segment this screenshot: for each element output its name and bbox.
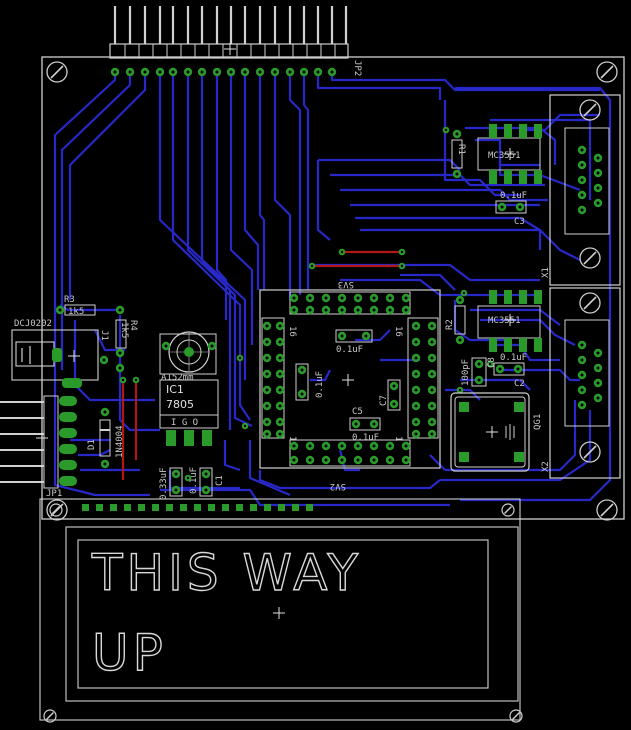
resistor-r3: R3 1k5 — [55, 295, 125, 317]
svg-text:C7: C7 — [379, 395, 389, 406]
regulator-ic1: IC1 7805 I G O — [159, 379, 219, 446]
jp1-pins — [0, 401, 44, 483]
top-traces — [121, 250, 402, 480]
resistor-r2: R2 — [445, 295, 466, 345]
svg-text:0.33uF: 0.33uF — [159, 467, 169, 500]
svg-text:R1: R1 — [456, 144, 466, 155]
capacitor-c8: 100pF C8 — [461, 357, 497, 387]
header-pins — [113, 6, 348, 44]
svg-text:0.1uF: 0.1uF — [189, 467, 199, 494]
svg-text:7805: 7805 — [166, 398, 194, 411]
header-jp1: JP1 — [0, 395, 77, 499]
svg-text:R2: R2 — [445, 319, 455, 330]
resistor-r1: R1 — [451, 129, 466, 179]
header-origin-cross — [223, 42, 237, 56]
lcd-text-line1: THIS WAY — [91, 544, 362, 602]
svg-text:1: 1 — [287, 436, 297, 441]
diode-d1: D1 1N4004 — [87, 407, 125, 469]
svg-text:1k5: 1k5 — [119, 322, 129, 338]
capacitor-c7: C7 — [379, 379, 401, 411]
connector-x1: X1 — [541, 94, 621, 286]
header-pads — [110, 67, 337, 77]
oscillator-qg1: QG1 — [450, 392, 543, 472]
svg-text:SV2: SV2 — [330, 481, 346, 491]
capacitor-c4: 0.33uF — [159, 467, 183, 500]
capacitor-c3: 0.1uF C3 — [495, 191, 527, 227]
svg-text:MC3551: MC3551 — [488, 316, 521, 326]
potentiometer: A152mm — [159, 331, 217, 383]
svg-text:IC1: IC1 — [166, 383, 184, 396]
svg-text:SV3: SV3 — [338, 279, 354, 289]
svg-text:0.1uF: 0.1uF — [500, 191, 527, 201]
mounting-hole-bottom-right — [596, 499, 618, 521]
svg-text:16: 16 — [287, 326, 297, 337]
svg-text:X2: X2 — [541, 461, 551, 472]
lcd-module: THIS WAY UP — [39, 498, 523, 723]
mcu-socket: SV3 SV2 16 16 1 1 — [259, 279, 441, 491]
capacitor-c2: 0.1uF C2 — [493, 353, 527, 389]
mounting-hole-top-left — [46, 61, 68, 83]
svg-text:C8: C8 — [487, 357, 497, 368]
dc-jack: DCJ0202 — [11, 319, 99, 388]
svg-text:A152mm: A152mm — [161, 373, 194, 383]
capacitor-c5: C5 0.1uF — [349, 407, 381, 443]
ic-u1: MC3551 — [477, 124, 542, 184]
capacitor-c1: 0.1uF C1 — [184, 467, 225, 497]
ic-u2: MC3551 — [477, 290, 542, 352]
svg-text:D1: D1 — [87, 439, 97, 450]
svg-text:QG1: QG1 — [533, 414, 543, 430]
capacitor-c6: 0.1uF — [335, 329, 373, 355]
svg-text:1: 1 — [393, 436, 403, 441]
svg-text:JP1: JP1 — [46, 489, 62, 499]
svg-text:0.1uF: 0.1uF — [500, 353, 527, 363]
svg-text:X1: X1 — [541, 267, 551, 278]
lcd-text-line2: UP — [92, 624, 167, 682]
svg-text:1k5: 1k5 — [68, 307, 84, 317]
resistor-r4: 1k5 R4 J1 — [99, 319, 138, 373]
header-dividers — [124, 44, 336, 58]
svg-text:C5: C5 — [352, 407, 363, 417]
header-jp2: JP2 — [109, 6, 362, 77]
mounting-hole-top-right — [596, 61, 618, 83]
svg-text:C1: C1 — [215, 475, 225, 486]
svg-text:0.1uF: 0.1uF — [315, 371, 325, 398]
svg-text:100pF: 100pF — [461, 359, 471, 386]
svg-text:C2: C2 — [514, 379, 525, 389]
svg-text:R3: R3 — [64, 295, 75, 305]
lcd-pads — [82, 504, 313, 511]
svg-text:1N4004: 1N4004 — [115, 425, 125, 458]
connector-x2: X2 — [541, 287, 621, 479]
board-outline — [41, 56, 625, 520]
svg-text:C3: C3 — [514, 217, 525, 227]
svg-text:J1: J1 — [99, 330, 109, 341]
svg-text:0.1uF: 0.1uF — [352, 433, 379, 443]
svg-text:I G O: I G O — [171, 418, 198, 428]
capacitor-c-mid: 0.1uF — [295, 363, 325, 401]
dc-jack-label: DCJ0202 — [14, 319, 52, 329]
svg-text:0.1uF: 0.1uF — [336, 345, 363, 355]
svg-text:16: 16 — [393, 326, 403, 337]
jp2-label: JP2 — [352, 60, 362, 76]
svg-text:MC3551: MC3551 — [488, 151, 521, 161]
svg-text:R4: R4 — [128, 320, 138, 331]
